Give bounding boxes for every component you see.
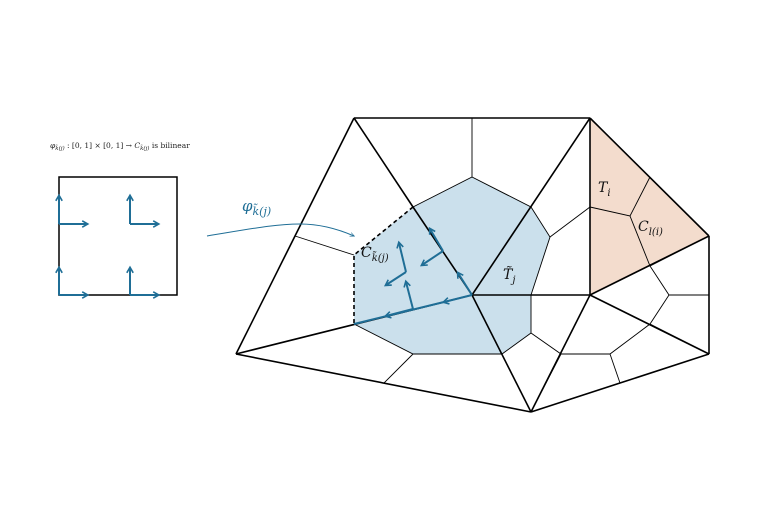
triangulation-edges [235,117,710,413]
phi-map-label: φk̃(j) [242,197,271,218]
reference-frames [55,193,161,299]
t-i-label: Ti [598,180,611,199]
c-kj-label: Ck̃(j) [361,245,389,264]
mapped-frames [353,226,473,325]
reference-square [58,176,178,296]
mapping-arrow [206,223,354,236]
c-li-label: Cl(i) [638,219,663,238]
c-kj-dashed-boundary [353,206,414,324]
bilinear-caption: φk̃(j) : [0, 1] × [0, 1] → Ck̃(j) is bil… [50,141,190,152]
t-j-label: T̃j [503,265,515,286]
triangle-t-i [590,118,709,295]
